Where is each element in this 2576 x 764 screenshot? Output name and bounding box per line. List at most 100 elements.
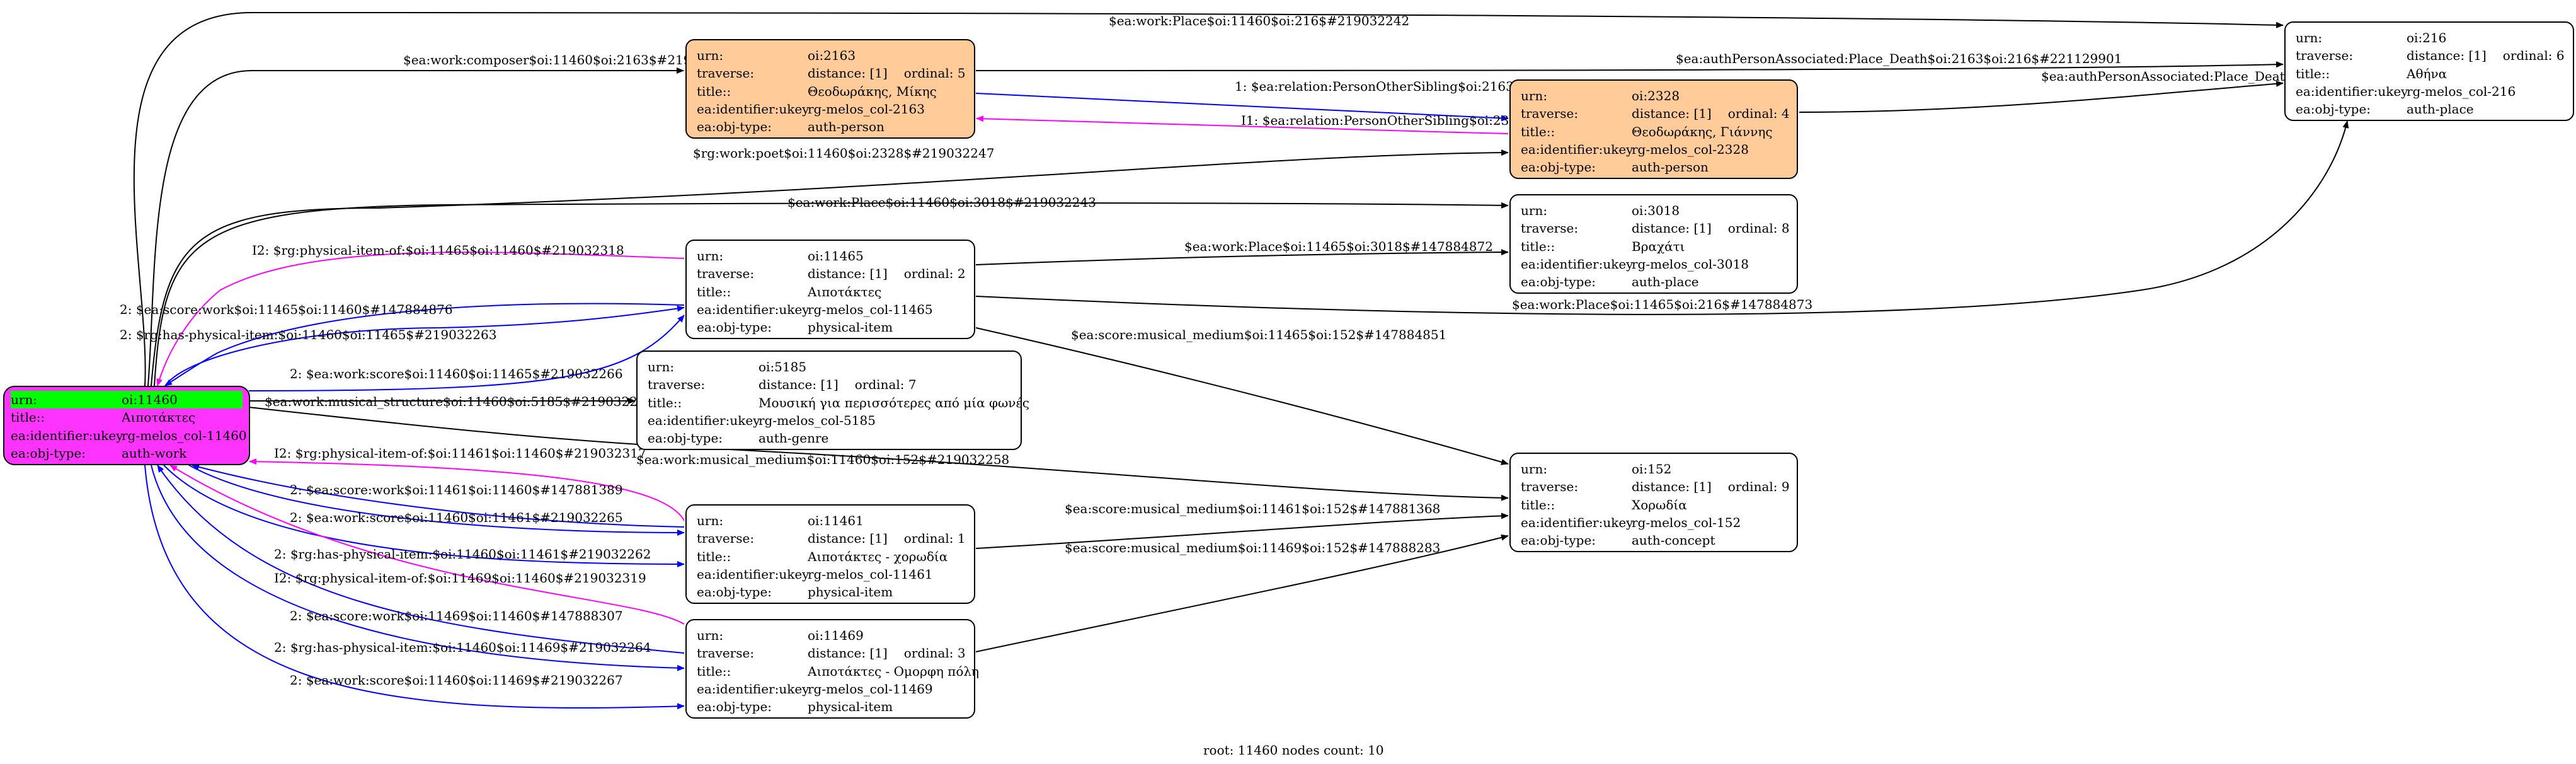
- node-3018[interactable]: urn:oi:3018 traverse:distance: [1]ordina…: [1509, 194, 1798, 294]
- type-label: ea:obj-type:: [1521, 274, 1596, 290]
- distance-value: distance: [1]: [808, 531, 888, 547]
- title-value: Αθήνα: [2407, 66, 2447, 81]
- urn-label: urn:: [697, 628, 724, 643]
- node-5185[interactable]: urn:oi:5185 traverse:distance: [1]ordina…: [636, 350, 1029, 450]
- edge-line: [151, 465, 685, 671]
- edge-label: $ea:work:musical_structure$oi:11460$oi:5…: [265, 394, 653, 409]
- node-152[interactable]: urn:oi:152 traverse:distance: [1]ordinal…: [1509, 453, 1798, 552]
- graph-caption: root: 11460 nodes count: 10: [1203, 743, 1384, 758]
- edge-label: 2: $rg:has-physical-item:$oi:11460$oi:11…: [120, 327, 496, 342]
- edge-label: I2: $rg:physical-item-of:$oi:11465$oi:11…: [252, 243, 624, 258]
- edge-line: [249, 458, 685, 521]
- urn-label: urn:: [697, 513, 724, 528]
- node-2328[interactable]: urn:oi:2328 traverse:distance: [1]ordina…: [1509, 79, 1798, 179]
- traverse-label: traverse:: [697, 266, 755, 282]
- title-label: title::: [697, 548, 731, 564]
- edge-line: [248, 315, 685, 391]
- node-11461[interactable]: urn:oi:11461 traverse:distance: [1]ordin…: [685, 504, 975, 604]
- node-2163[interactable]: urn:oi:2163 traverse:distance: [1]ordina…: [685, 39, 975, 139]
- edge-label: $ea:score:musical_medium$oi:11469$oi:152…: [1065, 540, 1440, 555]
- ordinal-value: ordinal: 8: [1727, 221, 1790, 236]
- type-label: ea:obj-type:: [2296, 101, 2371, 117]
- title-label: title::: [1521, 238, 1555, 254]
- type-value: auth-concept: [1632, 533, 1715, 548]
- ukey-label: ea:identifier:ukey: [697, 681, 810, 697]
- urn-value: oi:11461: [808, 513, 864, 528]
- type-value: auth-person: [808, 119, 884, 135]
- traverse-label: traverse:: [697, 645, 755, 661]
- title-label: title::: [1521, 497, 1555, 512]
- distance-value: distance: [1]: [808, 645, 888, 661]
- type-label: ea:obj-type:: [697, 699, 772, 715]
- urn-label: urn:: [697, 248, 724, 263]
- title-label: title::: [697, 663, 731, 679]
- urn-value: oi:152: [1632, 461, 1672, 477]
- node-216[interactable]: urn:oi:216 traverse:distance: [1]ordinal…: [2284, 21, 2574, 121]
- edge-line: [976, 115, 1509, 134]
- edge-label: $ea:work:musical_medium$oi:11460$oi:152$…: [636, 452, 1009, 467]
- edge-line: [144, 465, 685, 710]
- urn-value: oi:11460: [122, 391, 243, 409]
- title-value: Χορωδία: [1632, 497, 1687, 512]
- edge-line: [975, 61, 2284, 71]
- edge-label: I2: $rg:physical-item-of:$oi:11461$oi:11…: [274, 446, 646, 461]
- traverse-label: traverse:: [648, 377, 706, 393]
- distance-value: distance: [1]: [808, 66, 888, 81]
- edge-line: [975, 93, 1509, 122]
- title-value: Βραχάτι: [1632, 238, 1685, 254]
- edge-line: [975, 249, 1509, 265]
- edge-line: [156, 252, 685, 386]
- title-label: title::: [648, 395, 682, 410]
- node-11460[interactable]: urn:oi:11460 title::Αιποτάκτες ea:identi…: [3, 386, 250, 465]
- ordinal-value: ordinal: 3: [903, 645, 966, 661]
- title-value: Αιποτάκτες - Ομορφη πόλη: [808, 663, 980, 679]
- ukey-label: ea:identifier:ukey: [1521, 514, 1634, 530]
- ukey-label: ea:identifier:ukey: [2296, 83, 2408, 99]
- ukey-label: ea:identifier:ukey: [697, 566, 810, 582]
- type-value: auth-place: [1632, 274, 1699, 290]
- distance-value: distance: [1]: [1632, 221, 1712, 236]
- type-value: auth-genre: [758, 431, 829, 446]
- edge-label: $ea:work:Place$oi:11465$oi:3018$#1478848…: [1184, 239, 1493, 254]
- traverse-label: traverse:: [1521, 221, 1579, 236]
- ukey-value: rg-melos_col-11461: [808, 566, 933, 582]
- edge-label: 2: $ea:score:work$oi:11465$oi:11460$#147…: [120, 302, 453, 317]
- title-value: Αιποτάκτες - χορωδία: [808, 548, 948, 564]
- edge-line: [163, 465, 685, 567]
- edge-label: 2: $ea:work:score$oi:11460$oi:11469$#219…: [290, 673, 623, 688]
- type-value: auth-work: [122, 445, 187, 461]
- ordinal-value: ordinal: 7: [854, 377, 917, 393]
- ukey-label: ea:identifier:ukey: [697, 301, 810, 317]
- edge-label: I2: $rg:physical-item-of:$oi:11469$oi:11…: [274, 570, 646, 586]
- ukey-value: rg-melos_col-3018: [1632, 256, 1749, 272]
- urn-label: urn:: [2296, 30, 2323, 45]
- ukey-value: rg-melos_col-2163: [808, 101, 925, 117]
- edge-label: $ea:work:composer$oi:11460$oi:2163$#2190…: [403, 52, 740, 67]
- node-11469[interactable]: urn: oi:11469 traverse: distance: [1] ordin…: [685, 619, 979, 719]
- urn-value: oi:11465: [808, 248, 864, 263]
- edge-line: [164, 303, 685, 386]
- type-label: ea:obj-type:: [697, 119, 772, 135]
- type-label: ea:obj-type:: [648, 431, 723, 446]
- traverse-label: traverse:: [697, 531, 755, 547]
- distance-value: distance: [1]: [808, 266, 888, 282]
- edge-label: 2: $rg:has-physical-item:$oi:11460$oi:11…: [274, 640, 651, 655]
- edge-label: 2: $ea:work:score$oi:11460$oi:11465$#219…: [290, 366, 623, 381]
- ordinal-value: ordinal: 2: [903, 266, 966, 282]
- title-label: title::: [1521, 124, 1555, 139]
- ukey-label: ea:identifier:ukey: [11, 427, 123, 443]
- title-value: Θεοδωράκης, Μίκης: [808, 83, 937, 99]
- edge-label: 2: $ea:work:score$oi:11460$oi:11461$#219…: [290, 510, 623, 525]
- title-label: title::: [2296, 66, 2330, 81]
- node-11465[interactable]: urn: oi:11465 traverse: distance: [1] ordin…: [685, 240, 975, 339]
- edge-label: 2: $rg:has-physical-item:$oi:11460$oi:11…: [274, 547, 651, 562]
- ukey-label: ea:identifier:ukey: [648, 412, 760, 428]
- traverse-label: traverse:: [1521, 479, 1579, 495]
- type-value: auth-place: [2407, 101, 2474, 117]
- ukey-label: ea:identifier:ukey: [697, 101, 810, 117]
- urn-label: urn:: [11, 391, 122, 409]
- distance-value: distance: [1]: [1632, 479, 1712, 495]
- urn-value: oi:11469: [808, 628, 864, 643]
- type-value: physical-item: [808, 320, 893, 335]
